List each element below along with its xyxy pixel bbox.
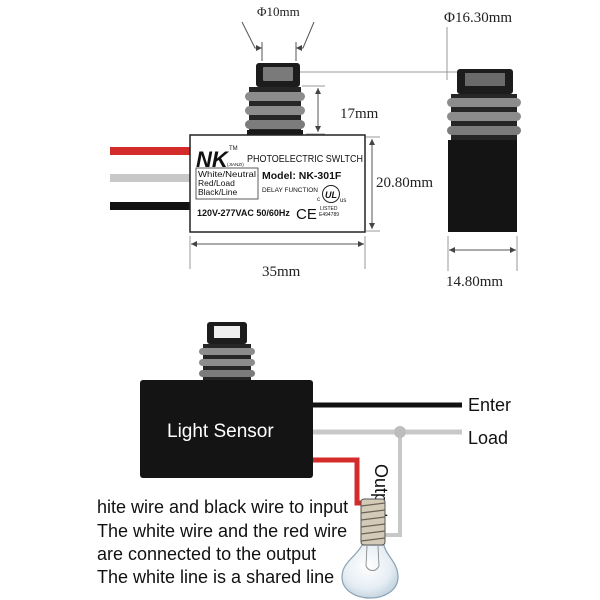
- voltage-rating: 120V-277VAC 50/60Hz: [197, 208, 290, 218]
- ul-listing-number: E494789: [319, 212, 339, 218]
- dim-arrow-sensor-left: [241, 21, 262, 51]
- product-title: PHOTOELECTRIC SWLTCH: [247, 154, 363, 165]
- dim-label-body-length: 35mm: [262, 264, 301, 280]
- wiring-note: The white line is a shared line: [97, 567, 334, 587]
- ul-mark: UL: [325, 190, 337, 200]
- dim-label-body-height: 20.80mm: [376, 175, 433, 191]
- ul-listed-icon: UL c us LISTED E494789: [317, 185, 346, 218]
- wiring-diagram: Light Sensor Enter Load Output hite wire…: [97, 322, 511, 599]
- dimension-drawing: Φ10mm Φ16.30mm 17mm: [110, 4, 521, 290]
- photocell-sensor-icon: [245, 63, 305, 136]
- neutral-to-lamp-wire: [385, 432, 402, 537]
- dim-label-head-diameter: Φ16.30mm: [444, 10, 512, 26]
- wiring-note: are connected to the output: [97, 544, 316, 564]
- feature-text: DELAY FUNCTION: [262, 187, 318, 194]
- ce-mark: CE: [296, 206, 317, 223]
- photocell-sensor-icon: [199, 322, 255, 381]
- light-bulb-icon: [341, 498, 399, 599]
- ul-listed: LISTED: [320, 206, 338, 212]
- light-sensor-body: [140, 380, 313, 478]
- trademark: TM: [229, 146, 238, 152]
- dim-label-sensor-diameter: Φ10mm: [257, 4, 300, 19]
- dim-label-sensor-height: 17mm: [340, 106, 379, 122]
- wire-code: Red/Load: [198, 178, 235, 188]
- dim-arrow-sensor-right: [296, 21, 315, 51]
- brand-name: (JIANZI): [227, 162, 244, 167]
- load-label: Load: [468, 428, 508, 448]
- switch-label: NK TM (JIANZI) PHOTOELECTRIC SWLTCH Whit…: [189, 134, 366, 233]
- light-sensor-label: Light Sensor: [167, 421, 274, 442]
- wiring-note: hite wire and black wire to input: [97, 497, 348, 517]
- ul-us: us: [340, 198, 346, 204]
- ul-c: c: [317, 197, 320, 203]
- enter-label: Enter: [468, 395, 511, 415]
- dim-label-body-width: 14.80mm: [446, 274, 503, 290]
- wire-code-box: [195, 167, 259, 200]
- wire-code: White/Neutral: [198, 169, 256, 179]
- model-number: Model: NK-301F: [262, 170, 342, 182]
- wire-code: Black/Line: [198, 187, 237, 197]
- output-wire: [313, 457, 362, 506]
- wire-junction: [394, 426, 406, 438]
- switch-body: [189, 134, 366, 233]
- switch-side-view: [447, 69, 521, 232]
- wiring-note: The white wire and the red wire: [97, 521, 347, 541]
